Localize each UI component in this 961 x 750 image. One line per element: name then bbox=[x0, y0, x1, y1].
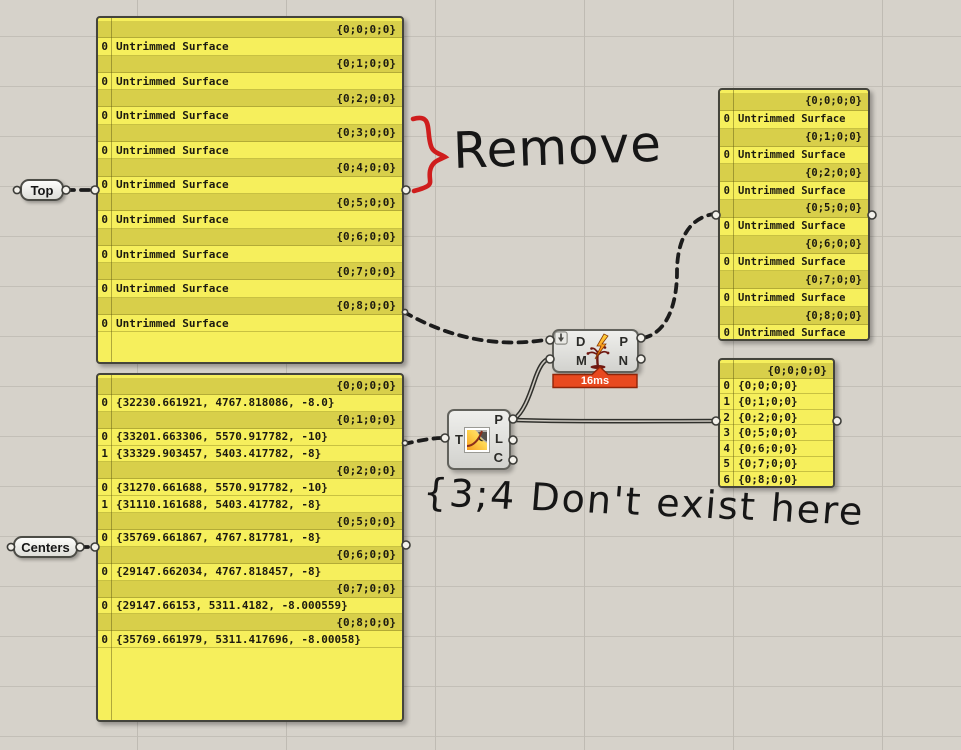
data-item-row: 4{0;6;0;0} bbox=[720, 440, 833, 457]
tree-path-header: {0;5;0;0} bbox=[720, 200, 868, 218]
tree-path-header: {0;2;0;0} bbox=[720, 164, 868, 183]
data-item-row: 0{31270.661688, 5570.917782, -10} bbox=[98, 479, 402, 497]
panel-rows: {0;0;0;0}0{0;0;0;0}1{0;1;0;0}2{0;2;0;0}3… bbox=[720, 363, 833, 486]
tree-path-header: {0;5;0;0} bbox=[98, 193, 402, 212]
tree-path-header: {0;6;0;0} bbox=[720, 235, 868, 254]
split-tree-component[interactable]: D M P N bbox=[552, 329, 639, 373]
panel-points-left[interactable]: {0;0;0;0}0{32230.661921, 4767.818086, -8… bbox=[96, 373, 404, 722]
splittree-output-p-label: P bbox=[619, 334, 628, 349]
data-item-row: 1{31110.161688, 5403.417782, -8} bbox=[98, 496, 402, 514]
wire-surfaces-to-splittree-d[interactable] bbox=[402, 310, 547, 345]
tree-path-header: {0;8;0;0} bbox=[98, 297, 402, 316]
tree-path-header: {0;0;0;0} bbox=[98, 21, 402, 39]
tree-path-header: {0;0;0;0} bbox=[720, 93, 868, 111]
treestats-output-p-label: P bbox=[494, 412, 503, 427]
tree-path-header: {0;0;0;0} bbox=[98, 378, 402, 395]
data-item-row: 0{0;0;0;0} bbox=[720, 378, 833, 395]
data-item-row: 0{35769.661979, 5311.417696, -8.00058} bbox=[98, 631, 402, 649]
split-tree-icon bbox=[586, 333, 610, 369]
panel-rows: {0;0;0;0}0{32230.661921, 4767.818086, -8… bbox=[98, 378, 402, 649]
tree-statistics-component[interactable]: T P L C bbox=[447, 409, 511, 470]
treestats-input-t-label: T bbox=[455, 432, 463, 447]
tree-path-header: {0;1;0;0} bbox=[98, 55, 402, 73]
tree-path-header: {0;6;0;0} bbox=[98, 546, 402, 564]
panel-paths-right[interactable]: {0;0;0;0}0{0;0;0;0}1{0;1;0;0}2{0;2;0;0}3… bbox=[718, 358, 835, 488]
data-item-row: 2{0;2;0;0} bbox=[720, 409, 833, 426]
data-item-row: 0{29147.66153, 5311.4182, -8.000559} bbox=[98, 597, 402, 615]
data-item-row: 0{33201.663306, 5570.917782, -10} bbox=[98, 428, 402, 446]
param-pill-centers-label: Centers bbox=[21, 539, 70, 555]
tree-statistics-icon bbox=[464, 427, 490, 453]
tree-path-header: {0;1;0;0} bbox=[720, 128, 868, 147]
tree-path-header: {0;2;0;0} bbox=[98, 462, 402, 480]
data-item-row: 1{0;1;0;0} bbox=[720, 394, 833, 410]
tree-path-header: {0;0;0;0} bbox=[720, 363, 833, 379]
param-pill-top[interactable]: Top bbox=[20, 179, 64, 201]
data-item-row: 0{29147.662034, 4767.818457, -8} bbox=[98, 563, 402, 581]
panel-index-divider bbox=[733, 360, 734, 486]
panel-index-divider bbox=[111, 375, 112, 720]
param-pill-centers[interactable]: Centers bbox=[13, 536, 78, 558]
tree-path-header: {0;6;0;0} bbox=[98, 228, 402, 246]
panel-index-divider bbox=[733, 90, 734, 339]
remove-annotation-text: Remove bbox=[452, 114, 663, 180]
tree-path-header: {0;7;0;0} bbox=[98, 263, 402, 281]
treestats-output-l-label: L bbox=[495, 431, 503, 446]
tree-path-header: {0;3;0;0} bbox=[98, 124, 402, 143]
tree-path-header: {0;5;0;0} bbox=[98, 513, 402, 531]
splittree-output-n-label: N bbox=[618, 353, 628, 368]
tree-path-header: {0;8;0;0} bbox=[720, 307, 868, 325]
data-item-row: 0{32230.661921, 4767.818086, -8.0} bbox=[98, 394, 402, 412]
flatten-arrow-icon bbox=[554, 331, 568, 345]
data-item-row: 5{0;7;0;0} bbox=[720, 456, 833, 473]
splittree-input-m-label: M bbox=[576, 353, 587, 368]
panel-index-divider bbox=[111, 18, 112, 362]
data-item-row: 3{0;5;0;0} bbox=[720, 425, 833, 441]
wire-splittree-p-to-surfaces-right[interactable] bbox=[641, 212, 716, 340]
wire-treestats-p-to-splittree-m-core bbox=[513, 358, 549, 420]
param-pill-top-label: Top bbox=[30, 182, 54, 198]
wire-treestats-p-to-paths-right-core bbox=[513, 419, 715, 423]
wire-points-to-treestats-t[interactable] bbox=[402, 436, 446, 446]
tree-path-header: {0;1;0;0} bbox=[98, 411, 402, 429]
splittree-input-d-label: D bbox=[576, 334, 586, 349]
tree-path-header: {0;7;0;0} bbox=[720, 271, 868, 290]
tree-path-header: {0;2;0;0} bbox=[98, 90, 402, 108]
data-item-row: 6{0;8;0;0} bbox=[720, 472, 833, 486]
tree-path-header: {0;7;0;0} bbox=[98, 580, 402, 598]
tree-path-header: {0;8;0;0} bbox=[98, 614, 402, 632]
treestats-output-c-label: C bbox=[493, 450, 503, 465]
data-item-row: 0{35769.661867, 4767.817781, -8} bbox=[98, 530, 402, 547]
tree-path-header: {0;4;0;0} bbox=[98, 159, 402, 177]
data-item-row: 1{33329.903457, 5403.417782, -8} bbox=[98, 445, 402, 463]
